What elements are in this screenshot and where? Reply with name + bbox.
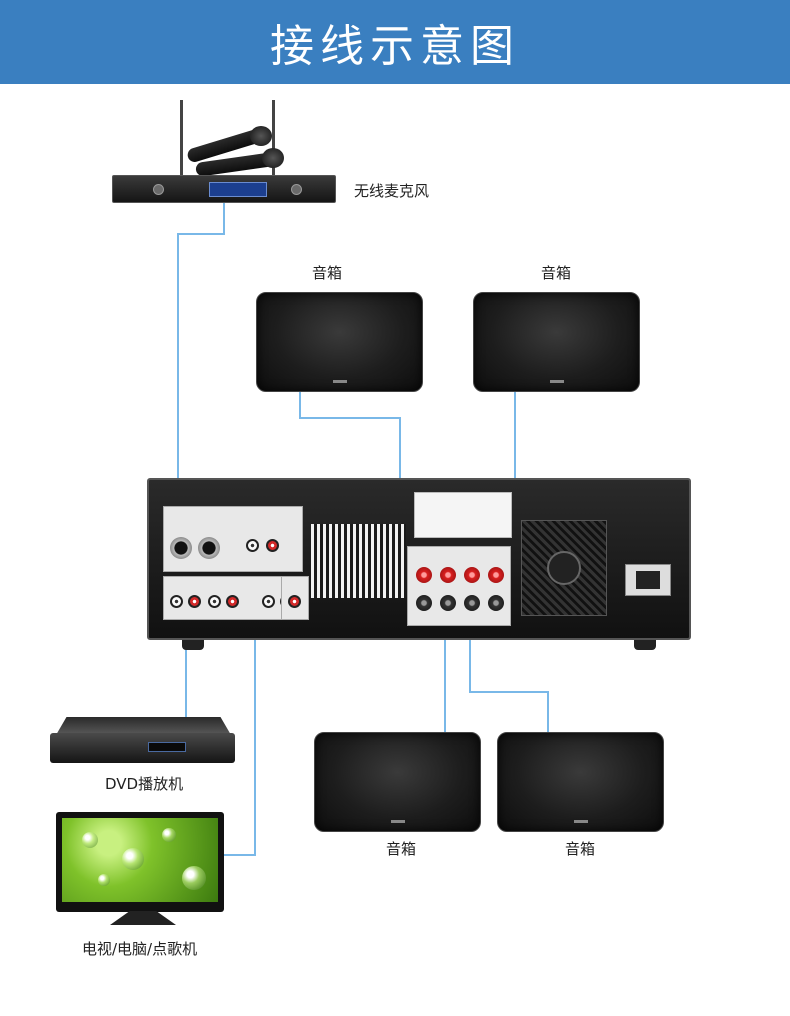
speaker-terminal-6 — [440, 595, 456, 611]
label-microphone: 无线麦克风 — [354, 182, 430, 200]
header-banner: 接线示意图 — [0, 0, 790, 84]
wire-microphone — [177, 198, 225, 548]
record-output-panel — [281, 576, 309, 620]
label-dvd: DVD播放机 — [105, 775, 184, 793]
microphone-head-1 — [250, 126, 272, 146]
amplifier-foot-right — [634, 640, 656, 650]
tv-screen — [62, 818, 218, 902]
page-title: 接线示意图 — [270, 21, 520, 72]
screen-droplet — [82, 832, 98, 848]
speaker-bottom-right — [497, 732, 664, 832]
speaker-bottom-left — [314, 732, 481, 832]
label-speaker-top-right: 音箱 — [541, 264, 572, 282]
antenna-left — [180, 100, 183, 178]
speaker-terminal-5 — [416, 595, 432, 611]
effector-jack-2 — [266, 539, 279, 552]
amplifier-spec-sticker — [414, 492, 512, 538]
television — [56, 812, 224, 912]
speaker-terminal-7 — [464, 595, 480, 611]
speaker-terminal-3 — [464, 567, 480, 583]
label-tv: 电视/电脑/点歌机 — [82, 940, 198, 958]
receiver-knob-right — [291, 184, 302, 195]
wire-tv — [224, 608, 256, 856]
receiver-knob-left — [153, 184, 164, 195]
label-speaker-bottom-left: 音箱 — [386, 840, 417, 858]
mic-input-jack-1 — [170, 537, 192, 559]
audio-jack-4 — [226, 595, 239, 608]
speaker-terminal-8 — [488, 595, 504, 611]
audio-jack-1 — [170, 595, 183, 608]
receiver-display — [209, 182, 267, 197]
amplifier-foot-left — [182, 640, 204, 650]
fan-hub — [547, 551, 581, 585]
tv-stand — [110, 911, 176, 925]
power-socket — [625, 564, 671, 596]
audio-input-panel — [163, 576, 303, 620]
wire-speaker-bottom-right — [469, 602, 549, 734]
speaker-top-right — [473, 292, 640, 392]
amplifier — [147, 478, 691, 640]
screen-droplet — [182, 866, 206, 890]
effector-jack-1 — [246, 539, 259, 552]
microphone-receiver — [112, 175, 336, 203]
mic-input-panel — [163, 506, 303, 572]
audio-jack-2 — [188, 595, 201, 608]
speaker-top-left — [256, 292, 423, 392]
speaker-terminal-4 — [488, 567, 504, 583]
speaker-terminal-2 — [440, 567, 456, 583]
dvd-player — [50, 733, 235, 763]
screen-droplet — [98, 874, 110, 886]
audio-jack-3 — [208, 595, 221, 608]
speaker-terminal-1 — [416, 567, 432, 583]
dvd-player-top — [56, 717, 231, 735]
mic-input-jack-2 — [198, 537, 220, 559]
record-jack — [288, 595, 301, 608]
screen-droplet — [162, 828, 176, 842]
speaker-output-panel — [407, 546, 511, 626]
audio-jack-5 — [262, 595, 275, 608]
antenna-right — [272, 100, 275, 178]
dvd-display — [148, 742, 186, 752]
cooling-fan — [521, 520, 607, 616]
label-speaker-top-left: 音箱 — [312, 264, 343, 282]
amplifier-vent — [311, 524, 406, 598]
microphone-head-2 — [262, 148, 284, 168]
screen-droplet — [122, 848, 144, 870]
label-speaker-bottom-right: 音箱 — [565, 840, 596, 858]
